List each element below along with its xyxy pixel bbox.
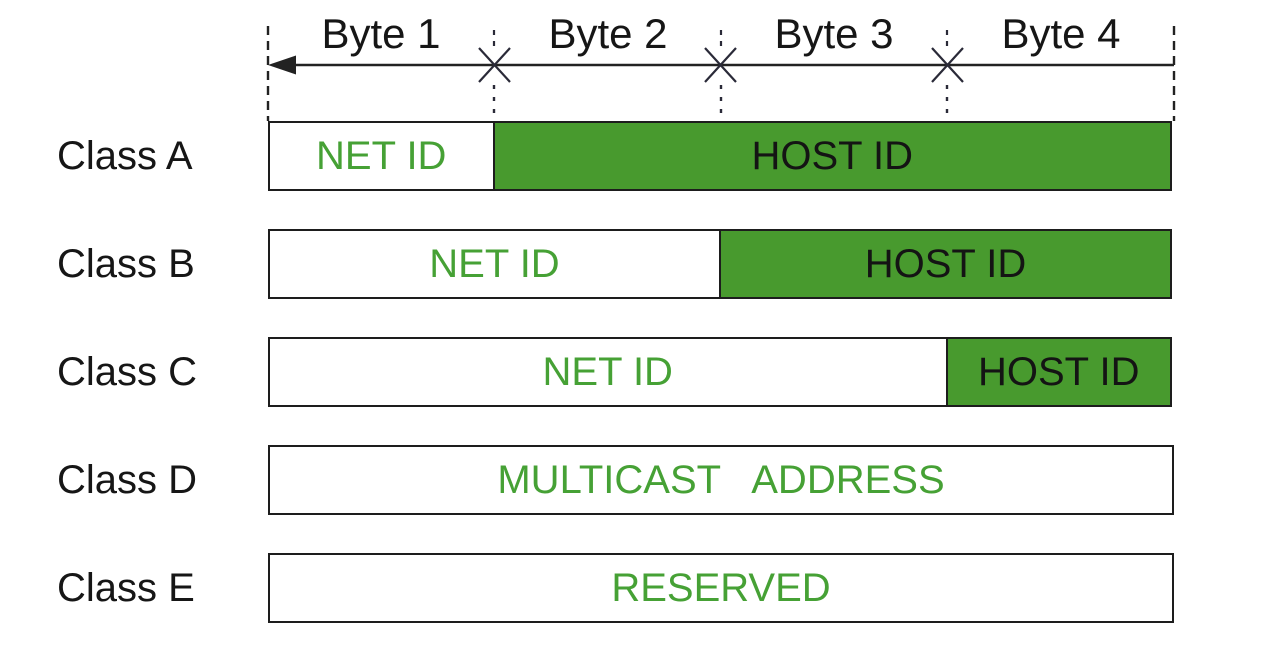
left-arrow-icon — [268, 55, 296, 75]
class-b-net-id-segment: NET ID — [268, 229, 721, 299]
byte-label-3: Byte 3 — [774, 10, 894, 57]
class-a-host-id-segment: HOST ID — [492, 121, 1172, 191]
row-label-class-a: Class A — [57, 134, 193, 178]
class-a-net-id-segment: NET ID — [268, 121, 495, 191]
row-class-d: MULTICAST ADDRESS — [268, 445, 1174, 515]
row-class-b: NET ID HOST ID — [268, 229, 1174, 299]
net-id-label: NET ID — [316, 134, 447, 178]
reserved-label: RESERVED — [611, 566, 831, 610]
class-e-reserved-segment: RESERVED — [268, 553, 1174, 623]
host-id-label: HOST ID — [751, 134, 913, 178]
byte-label-2: Byte 2 — [548, 10, 668, 57]
x-tick-icons — [478, 47, 964, 83]
byte-label-4: Byte 4 — [1001, 10, 1121, 57]
class-d-multicast-segment: MULTICAST ADDRESS — [268, 445, 1174, 515]
class-c-host-id-segment: HOST ID — [945, 337, 1172, 407]
class-b-host-id-segment: HOST ID — [719, 229, 1172, 299]
row-class-e: RESERVED — [268, 553, 1174, 623]
row-label-class-d: Class D — [57, 458, 198, 502]
outer-dashed-lines — [266, 26, 1176, 121]
class-c-net-id-segment: NET ID — [268, 337, 948, 407]
boundary-dashes-bottom — [492, 85, 949, 121]
row-label-class-c: Class C — [57, 350, 198, 394]
host-id-label: HOST ID — [864, 242, 1027, 286]
row-class-c: NET ID HOST ID — [268, 337, 1174, 407]
host-id-label: HOST ID — [977, 350, 1140, 394]
boundary-dashes-top — [492, 30, 949, 47]
net-id-label: NET ID — [542, 350, 673, 394]
row-label-class-e: Class E — [57, 566, 195, 610]
multicast-address-label: MULTICAST ADDRESS — [497, 458, 945, 502]
row-label-class-b: Class B — [57, 242, 195, 286]
row-class-a: NET ID HOST ID — [268, 121, 1174, 191]
byte-ruler-graphics — [266, 26, 1176, 121]
byte-label-1: Byte 1 — [321, 10, 441, 57]
net-id-label: NET ID — [429, 242, 560, 286]
